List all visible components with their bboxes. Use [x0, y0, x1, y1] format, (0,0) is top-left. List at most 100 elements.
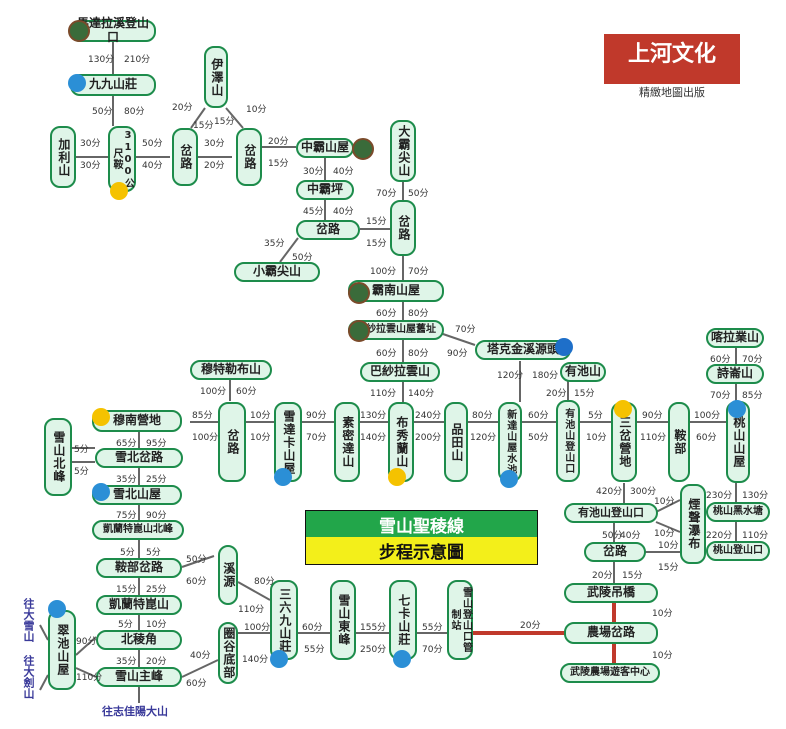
- time-label: 40分: [333, 207, 354, 217]
- node-junction-lower[interactable]: 岔路: [584, 542, 646, 562]
- node-jiali-mountain[interactable]: 加利山: [50, 126, 76, 188]
- time-label: 85分: [192, 411, 213, 421]
- time-label: 300分: [630, 487, 657, 497]
- time-label: 15分: [193, 121, 214, 131]
- node-zhongba-hut[interactable]: 中霸山屋: [296, 138, 354, 158]
- time-label: 110分: [640, 433, 667, 443]
- node-xiyuan[interactable]: 溪源: [218, 545, 238, 605]
- node-youchi-trailhead-upper[interactable]: 有池山登山口: [556, 400, 580, 482]
- node-saddle-junction[interactable]: 鞍部岔路: [96, 558, 182, 578]
- time-label: 80分: [254, 577, 275, 587]
- node-saddle[interactable]: 鞍部: [668, 402, 690, 482]
- node-youchi-mountain[interactable]: 有池山: [560, 362, 606, 382]
- node-xuebei-junction[interactable]: 雪北岔路: [95, 448, 183, 468]
- time-label: 60分: [696, 433, 717, 443]
- time-label: 10分: [654, 497, 675, 507]
- house-icon: [728, 400, 746, 418]
- node-yize-mountain[interactable]: 伊澤山: [204, 46, 228, 108]
- node-kailan-north-peak[interactable]: 凱蘭特崑山北峰: [92, 520, 184, 540]
- node-youchi-trailhead-lower[interactable]: 有池山登山口: [564, 503, 658, 523]
- time-label: 100分: [192, 433, 219, 443]
- node-jiujiu-lodge[interactable]: 九九山莊: [70, 74, 156, 96]
- time-label: 60分: [376, 349, 397, 359]
- node-yansheng-waterfall[interactable]: 煙聲瀑布: [680, 484, 706, 564]
- node-369-lodge[interactable]: 三六九山莊: [270, 580, 298, 660]
- node-junction-4[interactable]: 岔路: [390, 200, 416, 256]
- time-label: 90分: [447, 349, 468, 359]
- time-label: 110分: [238, 605, 265, 615]
- time-label: 240分: [415, 411, 442, 421]
- node-xueshan-north-peak[interactable]: 雪山北峰: [44, 418, 72, 496]
- time-label: 5分: [588, 411, 603, 421]
- time-label: 10分: [652, 609, 673, 619]
- node-junction-5[interactable]: 岔路: [218, 402, 246, 482]
- time-label: 10分: [250, 411, 271, 421]
- time-label: 110分: [742, 531, 769, 541]
- hut-icon: [348, 282, 370, 304]
- time-label: 200分: [415, 433, 442, 443]
- node-daba-mountain[interactable]: 大霸尖山: [390, 120, 416, 182]
- node-taoshan-pond[interactable]: 桃山黑水塘: [706, 502, 770, 522]
- time-label: 10分: [246, 105, 267, 115]
- node-junction-2[interactable]: 岔路: [236, 128, 262, 186]
- node-banan-hut[interactable]: 霸南山屋: [348, 280, 444, 302]
- time-label: 60分: [186, 679, 207, 689]
- node-balagan-hut-ruins[interactable]: 巴紗拉雲山屋舊址: [348, 320, 444, 340]
- node-xuebei-hut[interactable]: 雪北山屋: [92, 485, 182, 505]
- node-kailan-mountain[interactable]: 凱蘭特崑山: [96, 595, 182, 615]
- node-shiwei-mountain[interactable]: 詩崙山: [706, 364, 764, 384]
- node-wuling-bridge[interactable]: 武陵吊橋: [564, 583, 658, 603]
- node-kalaye-mountain[interactable]: 喀拉業山: [706, 328, 764, 348]
- node-xueshan-east-peak[interactable]: 雪山東峰: [330, 580, 356, 660]
- time-label: 80分: [472, 411, 493, 421]
- node-cirque-bottom[interactable]: 圈谷底部: [218, 622, 238, 684]
- node-qika-lodge[interactable]: 七卡山莊: [389, 580, 417, 660]
- time-label: 5分: [120, 548, 135, 558]
- tent-icon: [92, 408, 110, 426]
- node-sumida-mountain[interactable]: 素密達山: [334, 402, 360, 482]
- time-label: 40分: [190, 651, 211, 661]
- node-sancha-camp[interactable]: 三岔營地: [611, 402, 637, 482]
- time-label: 5分: [146, 548, 161, 558]
- node-junction-1[interactable]: 岔路: [172, 128, 198, 186]
- node-junction-3[interactable]: 岔路: [296, 220, 360, 240]
- node-zhongba-plateau[interactable]: 中霸坪: [296, 180, 354, 200]
- time-label: 50分: [528, 433, 549, 443]
- time-label: 60分: [186, 577, 207, 587]
- node-mutele-mountain[interactable]: 穆特勒布山: [190, 360, 272, 380]
- tent-icon: [388, 468, 406, 486]
- time-label: 5分: [74, 467, 89, 477]
- time-label: 60分: [376, 309, 397, 319]
- node-taoshan-trailhead[interactable]: 桃山登山口: [706, 541, 770, 561]
- time-label: 25分: [146, 475, 167, 485]
- time-label: 140分: [408, 389, 435, 399]
- time-label: 110分: [370, 389, 397, 399]
- node-takejin-source[interactable]: 塔克金溪源頭: [475, 340, 571, 360]
- node-xueshan-main-peak[interactable]: 雪山主峰: [96, 667, 182, 687]
- time-label: 60分: [710, 355, 731, 365]
- time-label: 70分: [422, 645, 443, 655]
- node-cuichi-hut[interactable]: 翠池山屋: [48, 610, 76, 690]
- node-munan-camp[interactable]: 穆南營地: [92, 410, 182, 432]
- time-label: 5分: [118, 620, 133, 630]
- time-label: 60分: [528, 411, 549, 421]
- hut-icon: [68, 20, 90, 42]
- house-icon: [500, 470, 518, 488]
- time-label: 35分: [116, 475, 137, 485]
- time-label: 80分: [408, 309, 429, 319]
- node-pintian-mountain[interactable]: 品田山: [444, 402, 468, 482]
- node-wuling-visitor-center[interactable]: 武陵農場遊客中心: [560, 663, 660, 683]
- node-xiaoba-mountain[interactable]: 小霸尖山: [234, 262, 320, 282]
- time-label: 45分: [303, 207, 324, 217]
- node-beileng-horn[interactable]: 北稜角: [96, 630, 182, 650]
- time-label: 80分: [124, 107, 145, 117]
- node-xueshan-trailhead-station[interactable]: 雪山登山口管制站: [447, 580, 473, 660]
- node-farm-junction[interactable]: 農場岔路: [564, 622, 658, 644]
- node-madaa-trailhead[interactable]: 馬達拉溪登山口: [70, 16, 156, 44]
- time-label: 15分: [366, 217, 387, 227]
- node-3100-saddle[interactable]: 3100公尺鞍: [108, 126, 136, 192]
- house-icon: [274, 468, 292, 486]
- node-balagan-mountain[interactable]: 巴紗拉雲山: [360, 362, 440, 382]
- hut-icon: [348, 320, 370, 342]
